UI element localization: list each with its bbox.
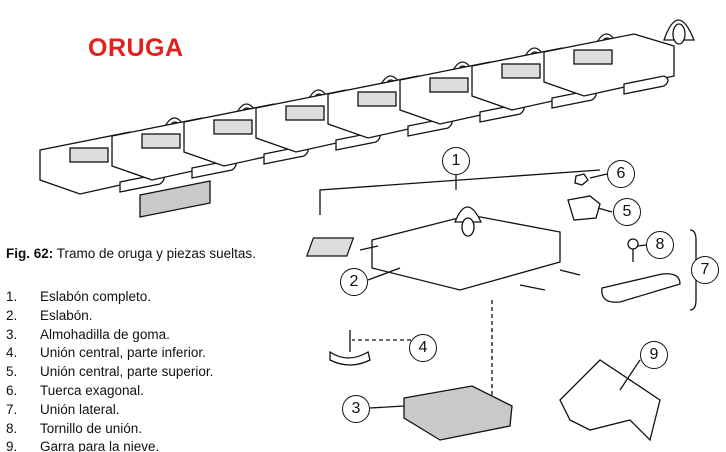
list-item: 8. Tornillo de unión. [6,420,213,439]
item-number: 1. [6,289,18,304]
item-number: 2. [6,307,18,323]
item-number: 9. [6,439,18,452]
item-name: Unión central, parte inferior. [40,345,206,361]
item-number: 8. [6,420,18,436]
item-name: Eslabón completo. [40,289,152,304]
item-name: Tuerca exagonal. [40,382,144,398]
item-name: Unión lateral. [40,401,120,417]
callout-6: 6 [607,160,635,188]
item-number: 5. [6,364,18,380]
callout-4: 4 [409,334,437,362]
list-item: 7. Unión lateral. [6,401,213,420]
item-name: Almohadilla de goma. [40,326,170,342]
figure-label: Fig. 62: [6,246,54,261]
callout-8: 8 [646,231,674,259]
track-link [543,19,695,97]
parts-list: 1. Eslabón completo. 2. Eslabón. 3. Almohad… [6,288,213,452]
item-number: 6. [6,382,18,398]
list-item: 9. Garra para la nieve. [6,438,213,452]
callout-3: 3 [342,395,370,423]
rubber-pad [139,180,211,218]
list-item: 1. Eslabón completo. [6,288,213,307]
title: ORUGA [88,34,184,62]
list-item: 4. Unión central, parte inferior. [6,344,213,363]
callout-5: 5 [613,198,641,226]
item-name: Eslabón. [40,307,93,323]
figure-caption: Fig. 62: Tramo de oruga y piezas sueltas… [6,246,256,261]
figure-caption-text: Tramo de oruga y piezas sueltas. [56,246,256,261]
callout-2: 2 [340,268,368,296]
list-item: 2. Eslabón. [6,307,213,326]
item-name: Garra para la nieve. [40,439,160,452]
item-number: 7. [6,401,18,417]
list-item: 5. Unión central, parte superior. [6,363,213,382]
callout-1: 1 [442,147,470,175]
item-name: Tornillo de unión. [40,420,143,436]
exploded-parts [305,169,697,442]
item-number: 4. [6,345,18,361]
list-item: 6. Tuerca exagonal. [6,382,213,401]
callout-9: 9 [640,341,668,369]
item-name: Unión central, parte superior. [40,364,214,380]
callout-7: 7 [691,256,719,284]
item-number: 3. [6,326,18,342]
list-item: 3. Almohadilla de goma. [6,326,213,345]
